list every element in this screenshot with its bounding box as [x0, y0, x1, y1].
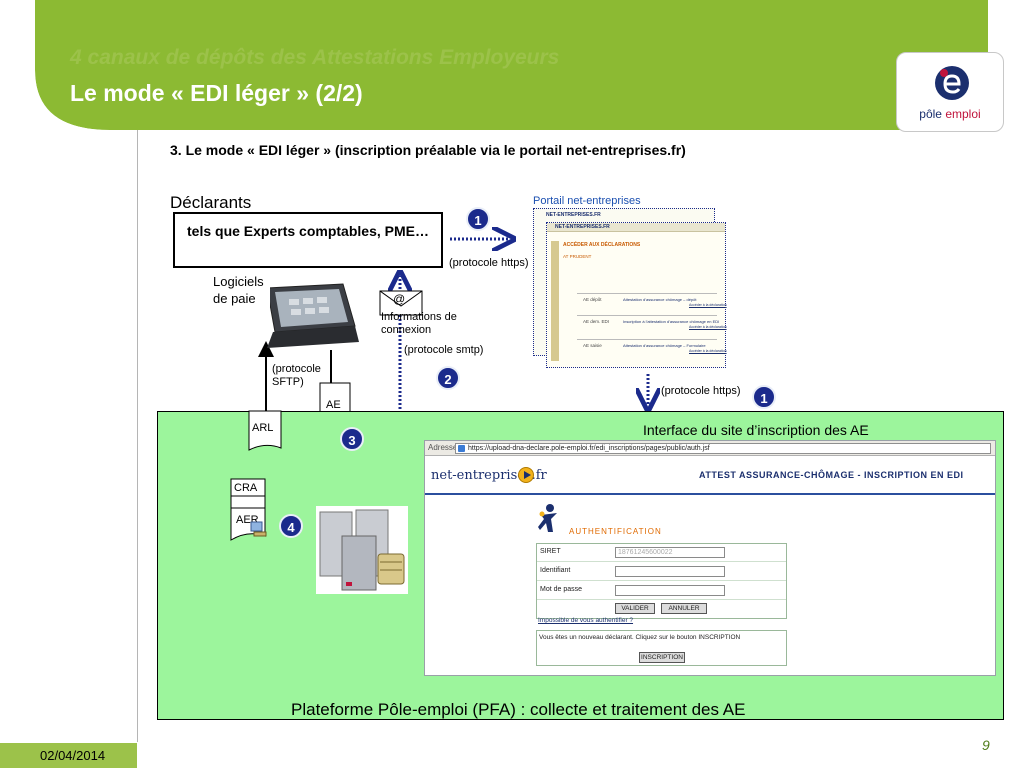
- email-envelope-icon: [379, 290, 423, 316]
- play-arrow-icon: [518, 467, 534, 483]
- portal-label: Portail net-entreprises: [533, 195, 641, 207]
- siret-input[interactable]: 18761245600022: [615, 547, 725, 558]
- at-symbol: @: [393, 292, 406, 306]
- interface-label: Interface du site d’inscription des AE: [643, 422, 869, 438]
- net-entreprises-logo: net-entreprises.fr: [431, 468, 547, 483]
- declarants-label: Déclarants: [170, 193, 252, 212]
- badge-4: 4: [279, 514, 303, 538]
- portal-row-1-col2: Attestation d'assurance chômage – dépôt: [623, 297, 697, 302]
- portal-screenshot: NET-ENTREPRISES.FR ACCÉDER AUX DÉCLARATI…: [546, 222, 727, 368]
- protocol-https-right: (protocole https): [661, 385, 741, 397]
- arl-document-label: ARL: [252, 422, 274, 434]
- cra-document-label: CRA: [234, 482, 258, 494]
- new-declarant-box: Vous êtes un nouveau déclarant. Cliquez …: [536, 630, 787, 666]
- portal-row-2-col1: AE dem. EDI: [583, 319, 610, 324]
- experts-box: tels que Experts comptables, PME…: [173, 212, 443, 268]
- browser-window: Adresse https://upload-dna-declare.pole-…: [424, 440, 996, 676]
- url-field[interactable]: https://upload-dna-declare.pole-emploi.f…: [455, 443, 991, 454]
- badge-3: 3: [340, 427, 364, 451]
- new-declarant-text: Vous êtes un nouveau déclarant. Cliquez …: [539, 634, 741, 641]
- portal-row-1-col1: AE dépôt: [583, 297, 602, 302]
- left-vertical-rule: [137, 130, 138, 742]
- portal-access-title: ACCÉDER AUX DÉCLARATIONS: [563, 242, 641, 248]
- address-bar: Adresse https://upload-dna-declare.pole-…: [425, 441, 995, 456]
- logo-text: pôle emploi: [919, 107, 981, 121]
- servers-icon: [316, 506, 408, 594]
- pole-emploi-logo-icon: [935, 66, 969, 100]
- siret-label: SIRET: [540, 548, 561, 555]
- auth-help-link[interactable]: Impossible de vous authentifier ?: [538, 617, 634, 624]
- identifiant-label: Identifiant: [540, 567, 571, 574]
- portal-row-2-col2: Inscription à l'attestation d'assurance …: [623, 319, 720, 324]
- identifiant-row: Identifiant: [537, 563, 786, 581]
- terminal-icon: [266, 283, 359, 348]
- portal-header-text-back: NET-ENTREPRISES.FR: [546, 212, 601, 218]
- identifiant-input[interactable]: [615, 566, 725, 577]
- protocol-https-top: (protocole https): [449, 257, 529, 269]
- header-rule: [425, 493, 995, 495]
- computer-mini-icon: [250, 521, 267, 537]
- cancel-button[interactable]: ANNULER: [661, 603, 707, 614]
- footer-date: 02/04/2014: [0, 743, 137, 768]
- slide-title-line2: Le mode « EDI léger » (2/2): [70, 80, 363, 106]
- siret-row: SIRET 18761245600022: [537, 544, 786, 562]
- badge-1-right: 1: [752, 385, 776, 409]
- attest-page-title: ATTEST ASSURANCE-CHÔMAGE - INSCRIPTION E…: [699, 470, 964, 480]
- ae-document-label: AE: [326, 399, 341, 411]
- auth-form: SIRET 18761245600022 Identifiant Mot de …: [536, 543, 787, 619]
- slide-title-line1: 4 canaux de dépôts des Attestations Empl…: [70, 46, 560, 69]
- portal-row-2-link[interactable]: Accéder à la déclaration: [689, 325, 727, 329]
- authentification-title: AUTHENTIFICATION: [569, 527, 662, 536]
- portal-row-3-link[interactable]: Accéder à la déclaration: [689, 349, 727, 353]
- pfa-title: Plateforme Pôle-emploi (PFA) : collecte …: [291, 700, 746, 719]
- badge-2: 2: [436, 366, 460, 390]
- portal-row-3-col1: AE saisie: [583, 343, 602, 348]
- password-label: Mot de passe: [540, 586, 583, 593]
- protocol-smtp: (protocole smtp): [404, 344, 484, 356]
- inscription-button[interactable]: INSCRIPTION: [639, 652, 685, 663]
- page-number: 9: [982, 737, 990, 753]
- portal-sub-text: AT PRUDENT: [563, 254, 592, 259]
- footer-date-text: 02/04/2014: [40, 748, 106, 763]
- password-row: Mot de passe: [537, 582, 786, 600]
- section-subtitle: 3. Le mode « EDI léger » (inscription pr…: [170, 142, 686, 158]
- person-icon: [538, 504, 557, 532]
- badge-1-top: 1: [466, 207, 490, 231]
- portal-header-text: NET-ENTREPRISES.FR: [555, 224, 610, 230]
- header-band: [0, 0, 988, 130]
- portal-row-1-link[interactable]: Accéder à la déclaration: [689, 303, 727, 307]
- pole-emploi-logo: pôle emploi: [896, 52, 1004, 132]
- validate-button[interactable]: VALIDER: [615, 603, 655, 614]
- arl-document-icon: [248, 410, 282, 451]
- address-label: Adresse: [428, 443, 458, 452]
- portal-row-3-col2: Attestation d'assurance chômage – Formul…: [623, 343, 706, 348]
- password-input[interactable]: [615, 585, 725, 596]
